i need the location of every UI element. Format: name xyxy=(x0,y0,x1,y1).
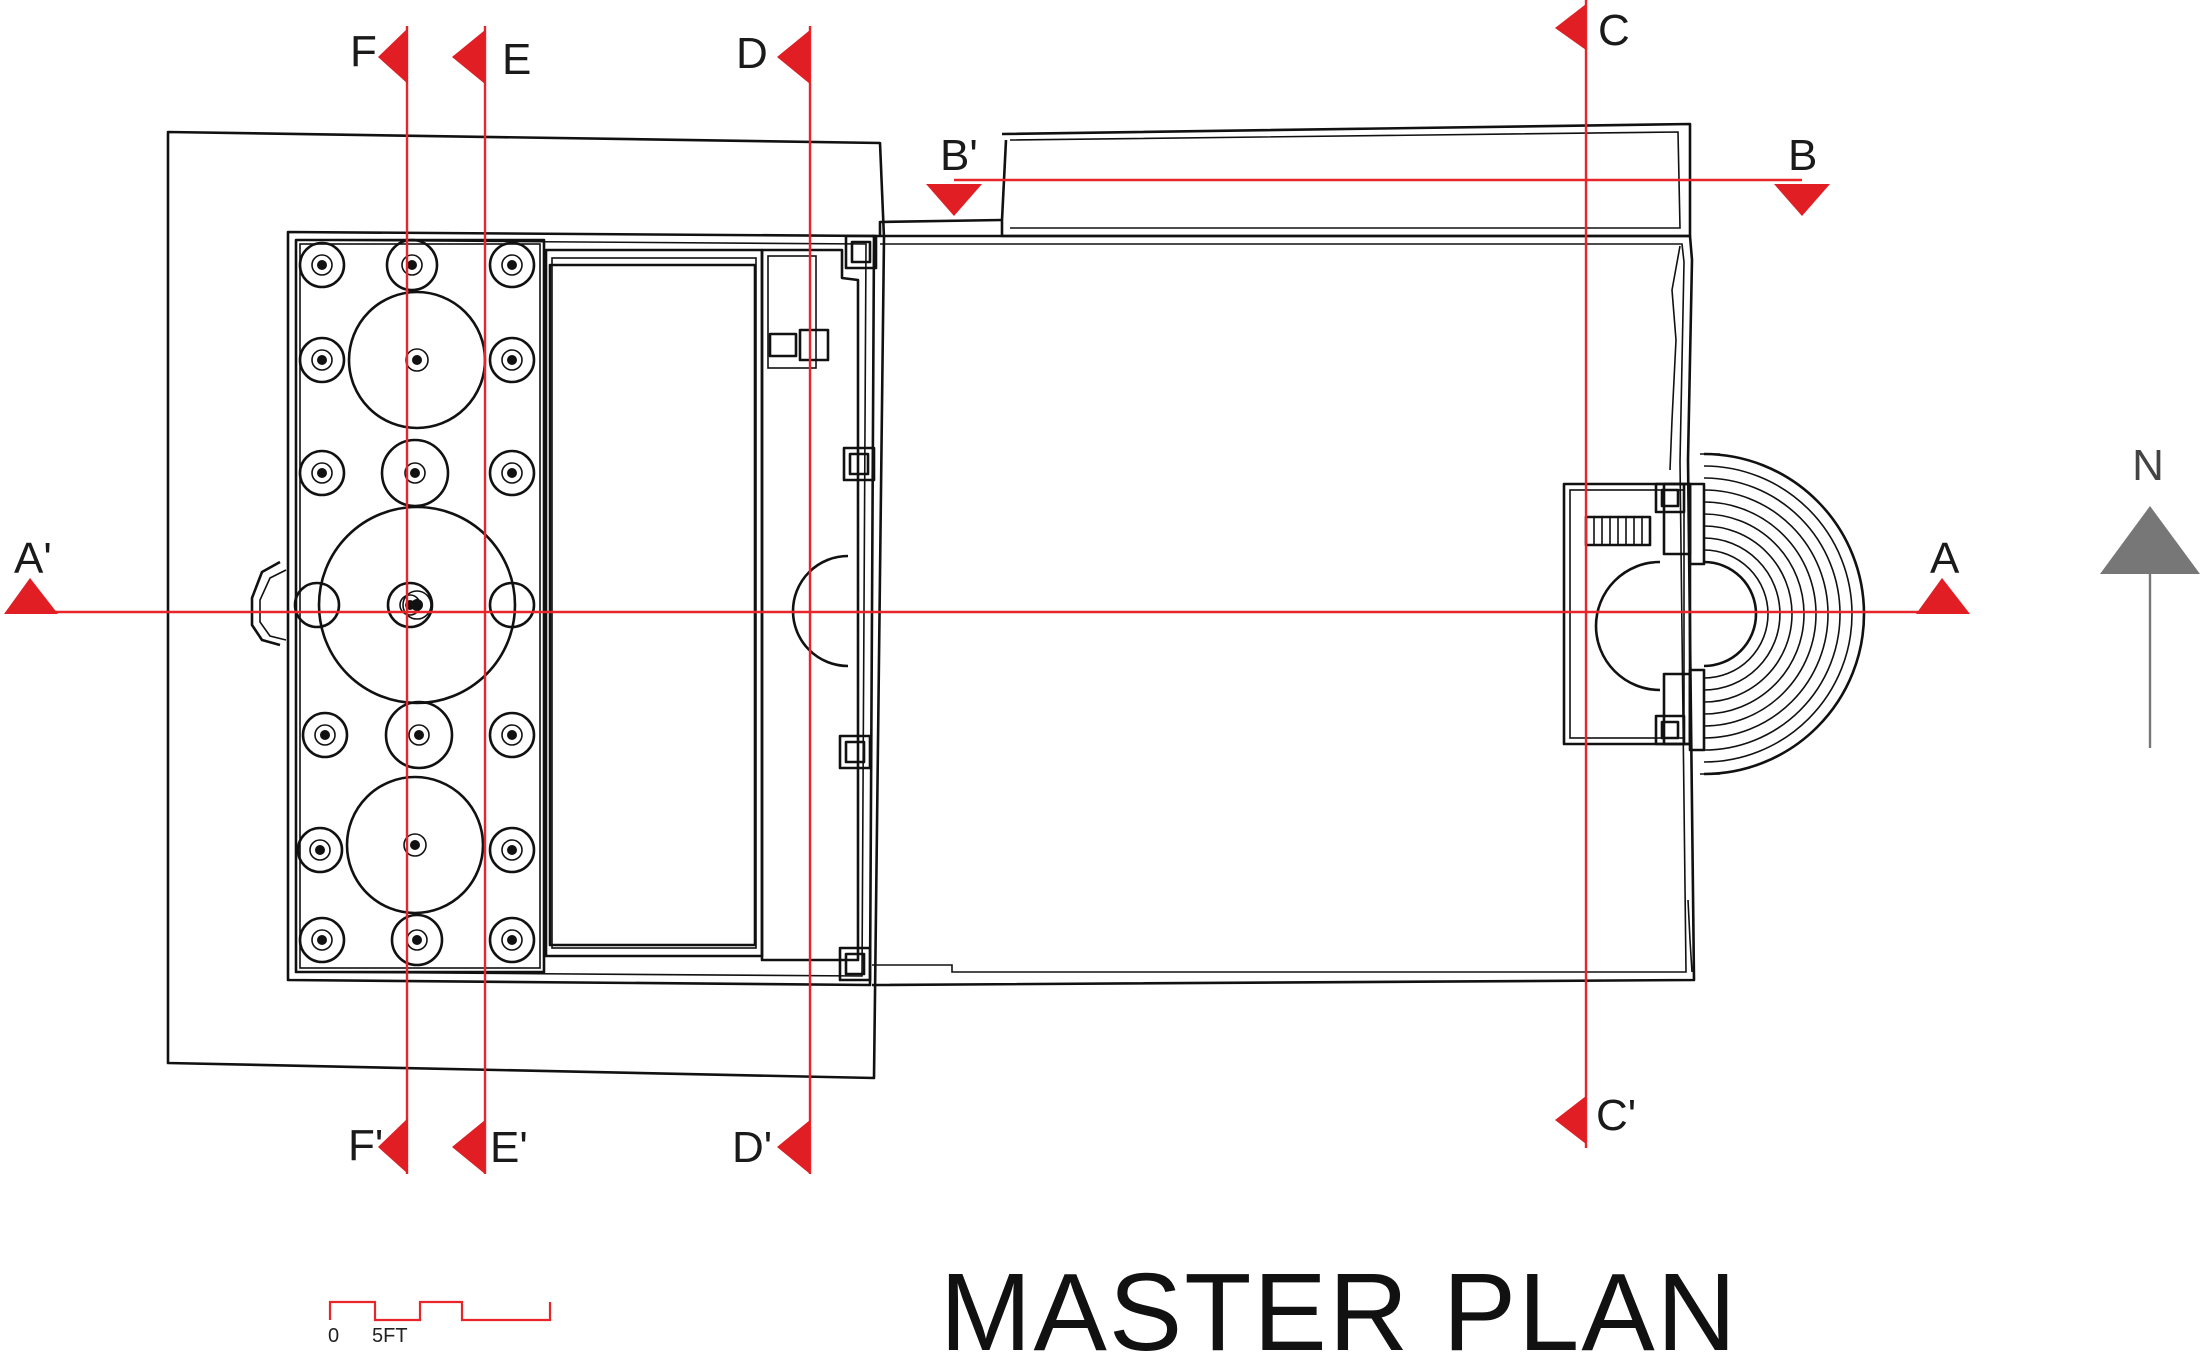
pillar-grid xyxy=(293,238,536,967)
vestibule xyxy=(760,248,860,962)
section-marker-d xyxy=(777,30,810,84)
section-lines xyxy=(22,0,1960,1174)
section-marker-c xyxy=(1555,4,1586,50)
section-label-f-prime: F' xyxy=(348,1121,383,1170)
section-label-c: C xyxy=(1598,6,1630,55)
section-label-a-prime: A' xyxy=(14,534,52,583)
section-marker-e-prime xyxy=(452,1120,485,1174)
section-label-b-prime: B' xyxy=(940,131,978,180)
section-labels: A A' B B' C C' D D' E E' F F' xyxy=(14,6,1960,1172)
vestibule-columns xyxy=(838,234,1686,982)
scale-bar: 0 5FT xyxy=(328,1300,552,1347)
drawing-title: MASTER PLAN xyxy=(940,1251,1738,1352)
scale-bar-graphic xyxy=(328,1300,552,1322)
section-marker-f xyxy=(378,28,408,84)
north-arrow-head xyxy=(2100,506,2200,574)
sanctum-wall xyxy=(286,230,876,987)
section-label-e: E xyxy=(502,35,531,84)
sanctum-inner-wall xyxy=(295,239,867,977)
east-shrine xyxy=(1562,482,1692,746)
section-marker-a-prime xyxy=(4,578,58,614)
section-label-c-prime: C' xyxy=(1596,1091,1636,1140)
section-label-d: D xyxy=(736,29,768,78)
inner-court xyxy=(544,248,764,958)
section-marker-d-prime xyxy=(777,1120,810,1174)
north-annex xyxy=(1000,122,1692,238)
section-marker-b xyxy=(1774,184,1830,216)
section-marker-b-prime xyxy=(926,184,982,216)
section-markers xyxy=(4,4,1970,1174)
east-stepped-entrance xyxy=(1700,452,1866,776)
north-label: N xyxy=(2132,441,2164,490)
floor-plan xyxy=(166,122,1866,1080)
scale-end-label: 5FT xyxy=(372,1325,408,1347)
shrine-inner-arc xyxy=(1594,560,1661,692)
section-label-e-prime: E' xyxy=(490,1123,528,1172)
scale-start-label: 0 xyxy=(328,1325,339,1347)
section-marker-e xyxy=(452,30,485,84)
site-boundary xyxy=(166,130,886,1080)
section-label-d-prime: D' xyxy=(732,1123,772,1172)
section-marker-c-prime xyxy=(1555,1096,1586,1144)
section-label-f: F xyxy=(350,27,377,76)
section-label-a: A xyxy=(1930,534,1960,583)
section-label-b: B xyxy=(1788,131,1817,180)
section-marker-f-prime xyxy=(378,1118,408,1174)
north-arrow: N xyxy=(2100,441,2200,748)
section-marker-a xyxy=(1916,578,1970,614)
